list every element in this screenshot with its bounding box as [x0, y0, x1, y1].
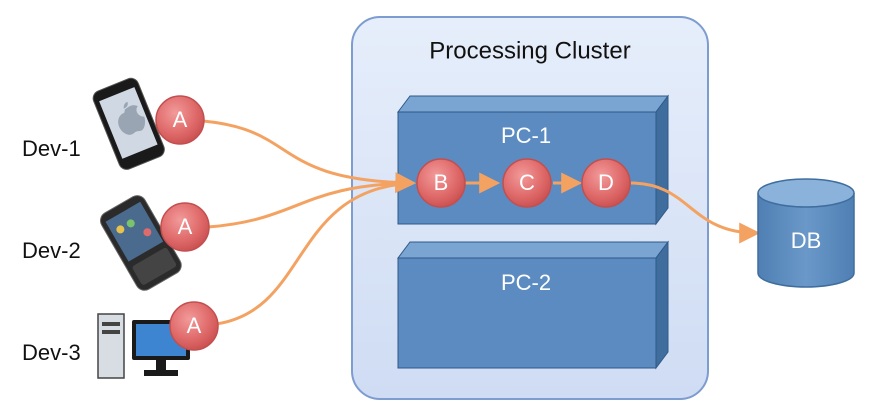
arrow-dev3-to-b: [215, 181, 413, 326]
arrow-dev1-to-b: [202, 119, 417, 194]
node-a2-label: A: [178, 214, 193, 239]
pc2-label: PC-2: [501, 270, 551, 295]
smartphone-icon: [92, 77, 165, 170]
cluster-title: Processing Cluster: [429, 37, 630, 64]
node-a3-circle: [169, 301, 219, 351]
node-c-label: C: [519, 170, 535, 195]
node-b-label: B: [434, 170, 449, 195]
database-top: [757, 178, 855, 208]
node-c-circle: [502, 158, 552, 208]
device-node-a-3: A: [169, 301, 219, 351]
node-b-circle: [416, 158, 466, 208]
pc2-top-face: [397, 241, 669, 259]
pc2-front-face: [397, 257, 657, 369]
dev2-label: Dev-2: [22, 238, 81, 263]
device-node-a-2: A: [160, 202, 210, 252]
pipeline-node-d: D: [581, 158, 631, 208]
database-icon: [757, 178, 855, 288]
device-dev3: Dev-3: [22, 313, 190, 379]
database-body: [757, 193, 855, 288]
pc1-top-face: [397, 95, 669, 113]
database-label: DB: [791, 228, 822, 253]
pc1-side-face: [655, 94, 669, 226]
pipeline-arrows: [465, 172, 761, 244]
pipeline-node-b: B: [416, 158, 466, 208]
node-a1-circle: [155, 95, 205, 145]
node-a3-label: A: [187, 313, 202, 338]
arrow-dev2-to-b: [207, 181, 413, 229]
arrow-d-to-db: [630, 181, 761, 244]
database: DB: [757, 178, 855, 288]
mobile-phone-icon: [100, 195, 182, 291]
pipeline-node-c: C: [502, 158, 552, 208]
pc1-label: PC-1: [501, 123, 551, 148]
processing-unit-pc2: PC-2: [397, 240, 669, 370]
node-a2-circle: [160, 202, 210, 252]
device-dev2: Dev-2: [22, 195, 182, 291]
device-node-a-1: A: [155, 95, 205, 145]
node-d-circle: [581, 158, 631, 208]
node-a1-label: A: [173, 107, 188, 132]
dev3-label: Dev-3: [22, 340, 81, 365]
device-flow-arrows: [202, 119, 417, 326]
desktop-computer-icon: [97, 313, 190, 379]
device-dev1: Dev-1: [22, 77, 165, 170]
node-d-label: D: [598, 170, 614, 195]
dev1-label: Dev-1: [22, 136, 81, 161]
pc2-side-face: [655, 240, 669, 370]
